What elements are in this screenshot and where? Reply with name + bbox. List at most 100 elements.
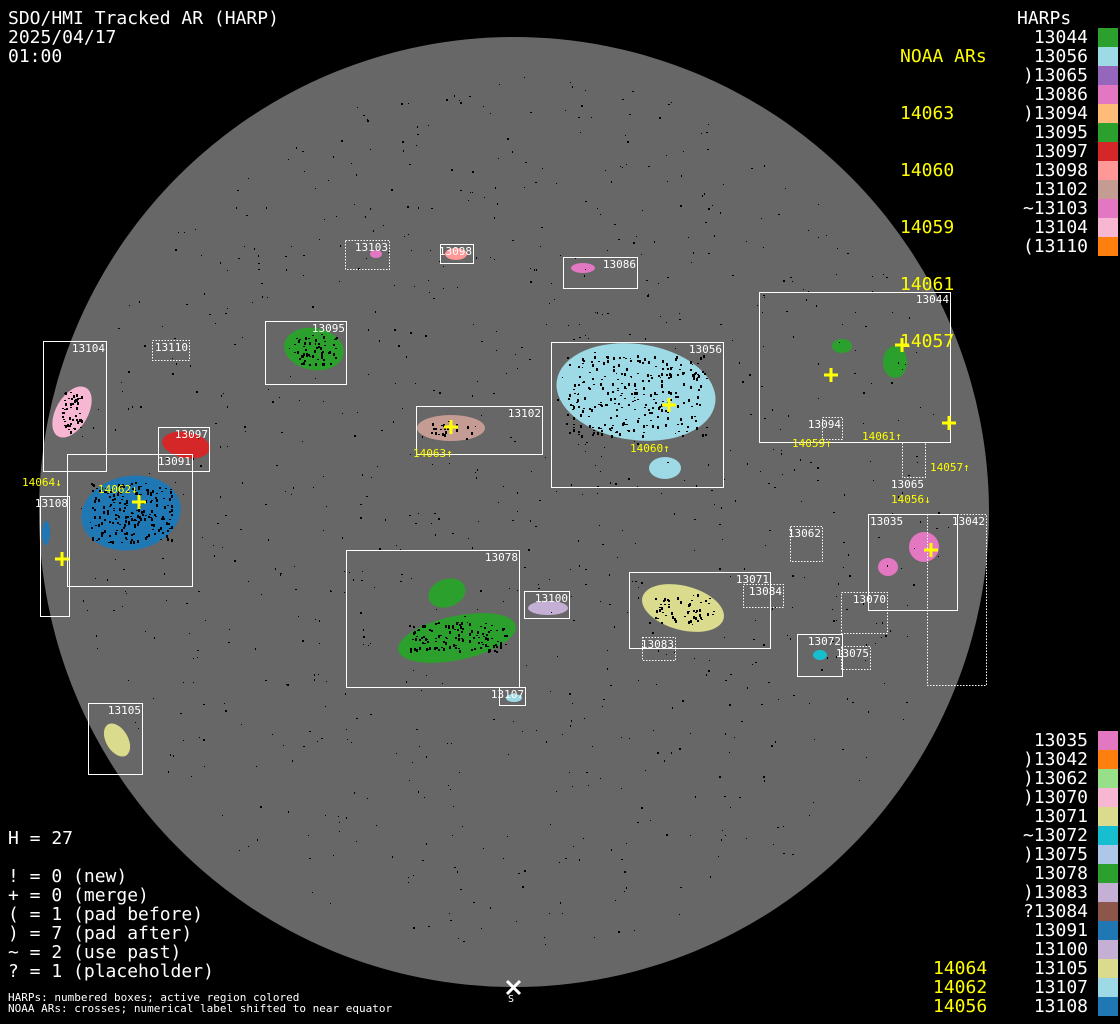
sunspot-speck [571,720,572,722]
umbra-speck [165,488,167,489]
sunspot-speck [839,342,840,343]
umbra-speck [632,401,634,402]
umbra-speck [427,649,429,650]
umbra-speck [419,639,421,641]
umbra-speck [580,414,582,417]
sunspot-speck [331,591,332,592]
umbra-speck [700,602,702,603]
sunspot-speck [368,329,369,331]
umbra-speck [604,424,606,426]
sunspot-speck [428,280,429,281]
sunspot-speck [551,283,552,284]
umbra-speck [145,483,147,484]
sunspot-speck [493,393,495,394]
harp-box-13107 [499,687,526,706]
harp-box-13091 [67,454,193,587]
umbra-speck [68,429,70,430]
sunspot-speck [674,652,675,653]
sunspot-speck [93,427,94,429]
sunspot-speck [234,344,236,345]
sunspot-speck [907,636,908,637]
umbra-speck [658,375,660,377]
sunspot-speck [788,415,789,417]
umbra-speck [456,424,458,426]
stat-line: ! = 0 (new) [8,866,128,887]
sunspot-speck [694,658,695,659]
sunspot-speck [573,846,574,847]
umbra-speck [131,518,133,521]
umbra-speck [77,421,79,424]
harp-label: )13042 [1022,749,1088,770]
sunspot-speck [635,543,636,544]
sunspot-speck [175,249,177,251]
umbra-speck [677,374,679,376]
title: SDO/HMI Tracked AR (HARP) [8,8,279,29]
umbra-speck [594,356,596,359]
sunspot-speck [379,548,381,550]
sunspot-speck [446,99,448,101]
umbra-speck [664,604,666,605]
sunspot-speck [261,283,263,284]
sunspot-speck [197,650,199,651]
sunspot-speck [475,426,476,427]
sunspot-speck [413,875,414,876]
sunspot-speck [286,269,287,271]
sunspot-speck [570,82,571,83]
sunspot-speck [761,704,763,705]
sunspot-speck [658,650,659,652]
umbra-speck [696,427,698,430]
sunspot-speck [452,533,454,534]
sunspot-speck [632,581,633,582]
umbra-speck [633,429,635,432]
sunspot-speck [396,753,397,754]
sunspot-speck [138,728,139,729]
umbra-speck [132,488,134,490]
harp-legend-item: 13105 [920,959,1120,978]
sunspot-speck [351,742,352,743]
sunspot-speck [622,167,623,168]
sunspot-speck [279,397,280,398]
umbra-speck [485,644,487,647]
umbra-speck [613,366,615,368]
umbra-speck [661,409,663,412]
sunspot-speck [342,413,343,414]
sunspot-speck [429,292,430,293]
sunspot-speck [769,530,771,531]
umbra-speck [675,358,677,361]
sunspot-speck [712,205,713,206]
sunspot-speck [774,607,776,608]
sunspot-speck [514,441,516,442]
umbra-speck [127,491,129,493]
sunspot-speck [584,718,585,719]
umbra-speck [109,521,111,523]
umbra-speck [109,496,111,498]
umbra-speck [675,396,677,398]
sunspot-speck [240,529,242,530]
umbra-speck [128,521,130,524]
sunspot-speck [594,352,596,353]
umbra-speck [148,516,150,518]
sunspot-speck [863,392,865,394]
umbra-speck [138,509,140,512]
harp-label: 13095 [1033,122,1088,143]
sunspot-speck [836,596,837,597]
sunspot-speck [666,654,667,655]
umbra-speck [592,434,594,436]
umbra-speck [294,344,296,345]
harp-color-swatch [1098,47,1118,66]
umbra-speck [103,506,105,509]
sunspot-speck [787,635,788,636]
sunspot-speck [624,871,626,873]
sunspot-speck [365,216,366,218]
stat-line: + = 0 (merge) [8,885,149,906]
harp-box-13078 [346,550,520,688]
umbra-speck [579,376,581,378]
sunspot-speck [732,275,734,276]
sunspot-speck [618,931,620,933]
solar-disk [39,37,989,987]
sunspot-speck [424,797,425,798]
umbra-speck [665,424,667,427]
umbra-speck [671,612,673,615]
sunspot-speck [344,592,345,593]
umbra-speck [708,603,710,604]
